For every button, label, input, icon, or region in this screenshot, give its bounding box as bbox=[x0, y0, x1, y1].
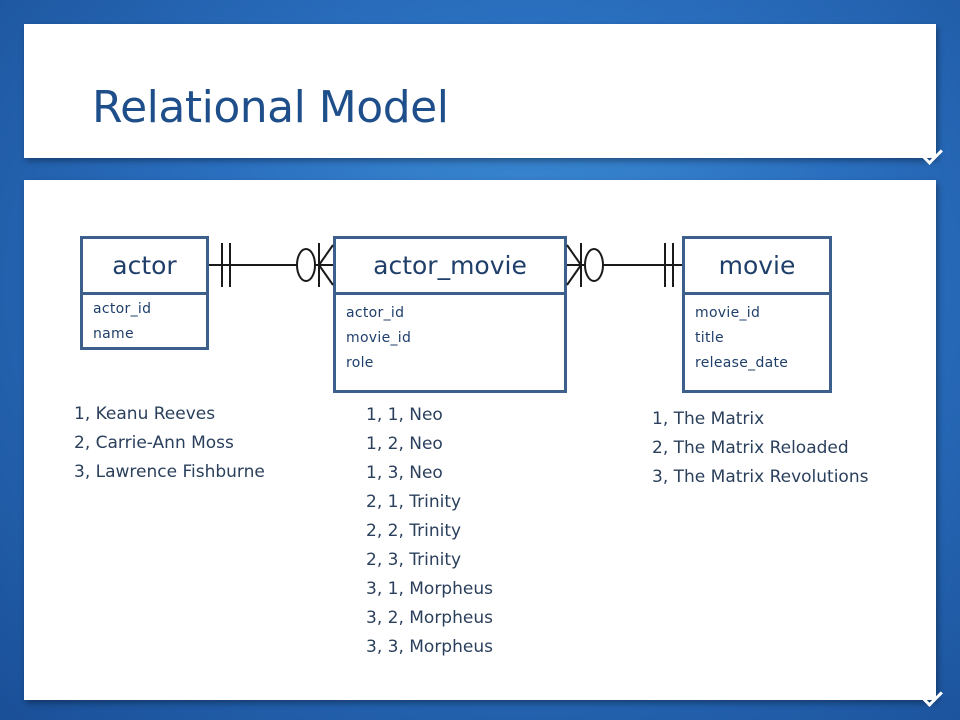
movie-entity: movie movie_id title release_date bbox=[682, 236, 832, 393]
data-row: 1, Keanu Reeves bbox=[74, 404, 216, 424]
actor-movie-rows: 1, 1, Neo 1, 2, Neo 1, 3, Neo 2, 1, Trin… bbox=[366, 401, 493, 662]
actor-rows: 1, Keanu Reeves 2, Carrie-Ann Moss 3, La… bbox=[74, 400, 265, 487]
data-row: 2, 3, Trinity bbox=[366, 550, 462, 570]
data-row: 3, Lawrence Fishburne bbox=[74, 462, 265, 482]
entity-field: title bbox=[695, 330, 724, 346]
data-row: 2, Carrie-Ann Moss bbox=[74, 433, 234, 453]
data-row: 1, 2, Neo bbox=[366, 434, 443, 454]
entity-field: movie_id bbox=[695, 305, 761, 321]
data-row: 2, 1, Trinity bbox=[366, 492, 462, 512]
entity-field: role bbox=[346, 355, 374, 371]
data-row: 3, 2, Morpheus bbox=[366, 608, 493, 628]
entity-title: actor_movie bbox=[336, 239, 564, 295]
entity-field: name bbox=[93, 326, 134, 342]
entity-field: movie_id bbox=[346, 330, 412, 346]
actor-movie-entity: actor_movie actor_id movie_id role bbox=[333, 236, 567, 393]
title-panel: Relational Model bbox=[24, 24, 936, 158]
entity-title: movie bbox=[685, 239, 829, 295]
data-row: 1, The Matrix bbox=[652, 409, 765, 429]
data-row: 1, 3, Neo bbox=[366, 463, 443, 483]
data-row: 2, The Matrix Reloaded bbox=[652, 438, 849, 458]
slide-title: Relational Model bbox=[92, 82, 449, 133]
actor-entity: actor actor_id name bbox=[80, 236, 209, 350]
data-row: 2, 2, Trinity bbox=[366, 521, 462, 541]
data-row: 3, 3, Morpheus bbox=[366, 637, 493, 657]
data-row: 3, 1, Morpheus bbox=[366, 579, 493, 599]
data-row: 3, The Matrix Revolutions bbox=[652, 467, 869, 487]
entity-field: release_date bbox=[695, 355, 789, 371]
movie-rows: 1, The Matrix 2, The Matrix Reloaded 3, … bbox=[652, 405, 868, 492]
data-row: 1, 1, Neo bbox=[366, 405, 443, 425]
entity-field: actor_id bbox=[93, 301, 152, 317]
entity-field: actor_id bbox=[346, 305, 405, 321]
entity-title: actor bbox=[83, 239, 206, 295]
